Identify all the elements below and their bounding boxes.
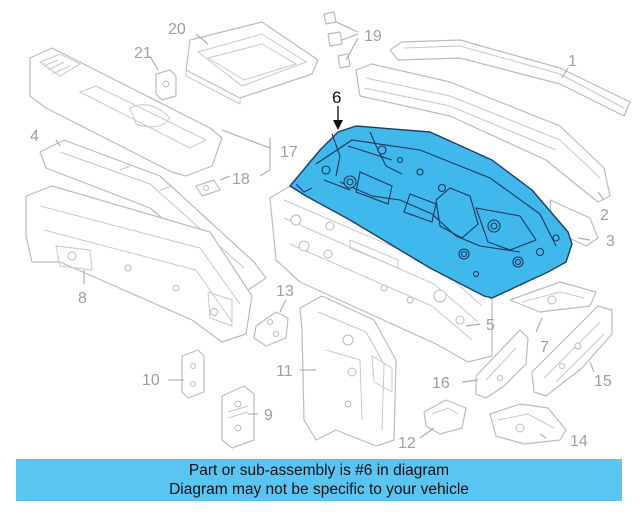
part-14-lower-bracket	[489, 403, 567, 445]
callout-5: 5	[486, 317, 495, 334]
part-21-bracket	[155, 69, 177, 101]
callout-11: 11	[276, 363, 293, 380]
banner-line-1: Part or sub-assembly is #6 in diagram	[188, 462, 450, 479]
callout-8: 8	[78, 290, 87, 307]
part-19-fasteners	[323, 11, 359, 69]
callout-14: 14	[570, 433, 588, 450]
callout-1: 1	[568, 53, 577, 70]
part-1-upper-rail	[389, 39, 631, 117]
callout-21: 21	[134, 45, 152, 62]
part-5-back-panel	[269, 185, 493, 363]
part-7-corner-bracket	[509, 281, 597, 313]
callout-18: 18	[232, 171, 250, 188]
callout-4: 4	[30, 128, 39, 145]
part-2-cross-member	[355, 63, 611, 203]
part-10-bracket	[181, 349, 205, 399]
callout-3: 3	[606, 233, 615, 250]
part-15-side-rail	[531, 305, 613, 397]
callout-13: 13	[276, 283, 294, 300]
part-12-gusset	[423, 399, 467, 435]
banner-line-2: Diagram may not be specific to your vehi…	[169, 481, 469, 498]
part-6-rear-shelf-panel-highlighted	[289, 125, 573, 299]
part-20-tray	[185, 21, 319, 105]
part-16-bracket	[475, 329, 529, 399]
callout-7: 7	[540, 339, 549, 356]
part-9-bracket	[221, 385, 255, 449]
callout-16: 16	[432, 375, 450, 392]
part-13-plate	[253, 311, 289, 347]
info-banner: Part or sub-assembly is #6 in diagram Di…	[16, 459, 622, 501]
part-8-frame	[25, 185, 253, 343]
callout-19: 19	[364, 28, 382, 45]
callout-6-arrow	[333, 106, 343, 130]
part-11-side-pillar	[299, 295, 397, 447]
callout-9: 9	[264, 407, 273, 424]
callout-20: 20	[168, 21, 186, 38]
callout-2: 2	[600, 207, 609, 224]
callout-6: 6	[332, 88, 341, 107]
callout-15: 15	[594, 373, 612, 390]
callout-17: 17	[280, 144, 298, 161]
callout-10: 10	[142, 372, 160, 389]
callout-12: 12	[398, 435, 416, 452]
leader-lines	[55, 21, 605, 439]
part-17-parcel-shelf	[29, 47, 223, 177]
part-18-clip	[195, 179, 221, 197]
